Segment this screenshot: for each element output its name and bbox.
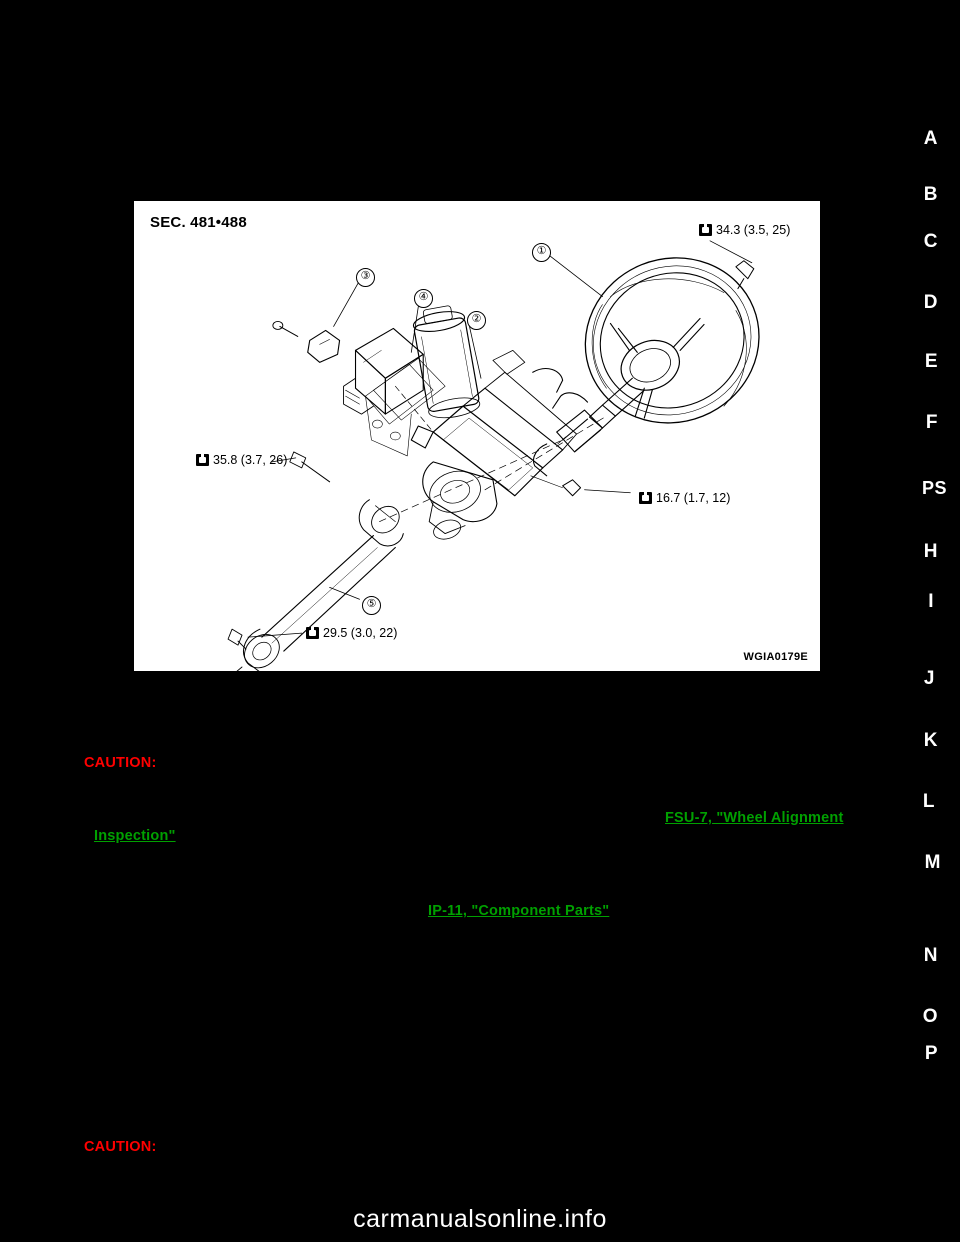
- index-tab-j[interactable]: J: [923, 668, 935, 689]
- torque-spec-29: 29.5 (3.0, 22): [306, 626, 397, 640]
- index-tab-f[interactable]: F: [925, 412, 938, 433]
- caution-heading-1: CAUTION:: [84, 755, 157, 771]
- callout-4: ④: [414, 289, 433, 308]
- callout-2: ②: [467, 311, 486, 330]
- bolt-icon: [196, 454, 209, 466]
- index-tab-d[interactable]: D: [923, 292, 938, 313]
- index-tab-ps[interactable]: PS: [921, 478, 947, 498]
- callout-1: ①: [532, 243, 551, 262]
- link-inspection[interactable]: Inspection": [94, 828, 176, 844]
- index-tab-k[interactable]: K: [923, 730, 938, 751]
- index-tab-c[interactable]: C: [923, 231, 938, 252]
- torque-spec-35: 35.8 (3.7, 26): [196, 453, 287, 467]
- torque-spec-34: 34.3 (3.5, 25): [699, 223, 790, 237]
- index-tab-o[interactable]: O: [922, 1006, 938, 1027]
- link-fsu-wheel-alignment[interactable]: FSU-7, "Wheel Alignment: [665, 810, 844, 826]
- index-tab-i[interactable]: I: [928, 591, 934, 612]
- torque-spec-value: 35.8 (3.7, 26): [213, 453, 288, 467]
- index-tab-p[interactable]: P: [924, 1043, 938, 1064]
- torque-spec-value: 16.7 (1.7, 12): [656, 491, 731, 505]
- steering-column-illustration: [227, 240, 760, 671]
- watermark: carmanualsonline.info: [353, 1205, 607, 1233]
- section-index-tabs: A B C D E F PS H I J K L M N O P: [880, 0, 960, 1190]
- index-tab-n[interactable]: N: [923, 945, 938, 966]
- index-tab-h[interactable]: H: [923, 541, 938, 562]
- link-ip-component-parts[interactable]: IP-11, "Component Parts": [428, 903, 610, 919]
- caution-heading-2: CAUTION:: [84, 1139, 157, 1155]
- bolt-icon: [306, 627, 319, 639]
- index-tab-b[interactable]: B: [923, 184, 938, 205]
- bolt-icon: [639, 492, 652, 504]
- index-tab-e[interactable]: E: [924, 351, 938, 372]
- callout-5: ⑤: [362, 596, 381, 615]
- torque-spec-16: 16.7 (1.7, 12): [639, 491, 730, 505]
- torque-spec-value: 34.3 (3.5, 25): [716, 223, 791, 237]
- figure-code: WGIA0179E: [743, 651, 808, 663]
- index-tab-m[interactable]: M: [924, 852, 941, 873]
- bolt-icon: [699, 224, 712, 236]
- index-tab-a[interactable]: A: [923, 128, 938, 149]
- torque-spec-value: 29.5 (3.0, 22): [323, 626, 398, 640]
- figure-section-label: SEC. 481•488: [150, 214, 247, 231]
- callout-3: ③: [356, 268, 375, 287]
- figure-panel: SEC. 481•488: [133, 200, 821, 672]
- index-tab-l[interactable]: L: [922, 791, 935, 812]
